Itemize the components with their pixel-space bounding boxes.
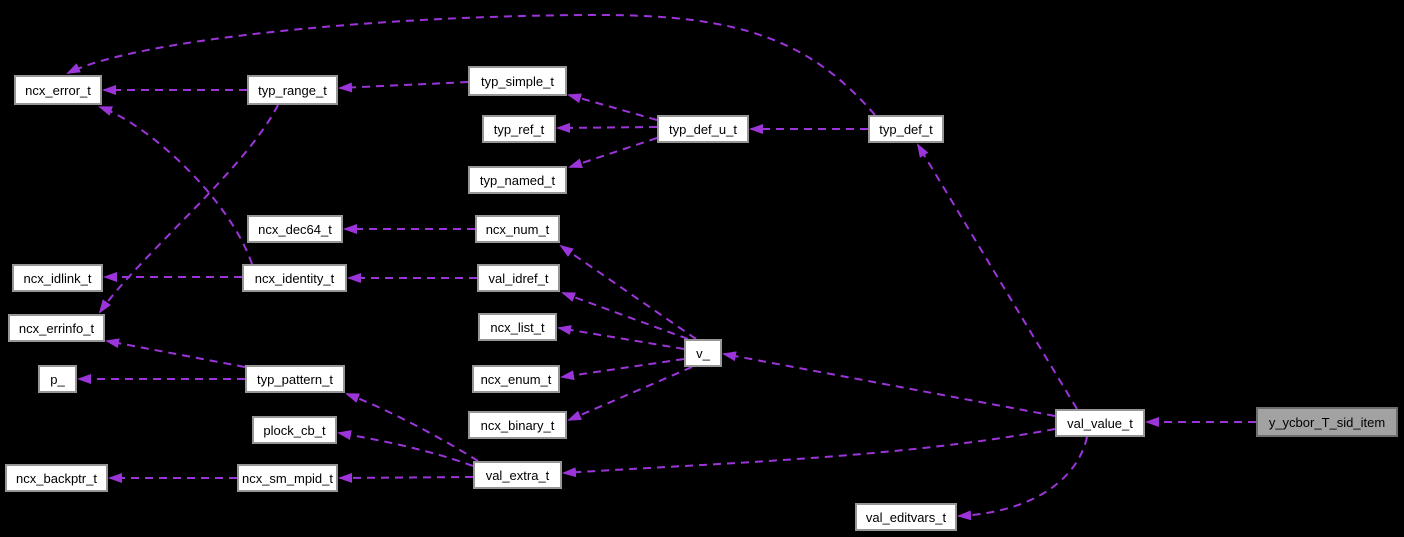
node-typ_named_t[interactable]: typ_named_t (468, 166, 567, 194)
node-ncx_num_t[interactable]: ncx_num_t (475, 215, 560, 243)
node-val_extra_t[interactable]: val_extra_t (473, 461, 562, 489)
node-v_[interactable]: v_ (684, 339, 722, 367)
edge-typ_def_t-to-ncx_error_t (66, 13, 876, 116)
edge-typ_def_u_t-to-typ_simple_t (567, 93, 658, 121)
edge-v_-to-ncx_enum_t (560, 358, 685, 381)
edge-typ_pattern_t-to-ncx_errinfo_t (105, 338, 246, 368)
node-typ_pattern_t[interactable]: typ_pattern_t (245, 365, 345, 393)
node-typ_def_t[interactable]: typ_def_t (868, 115, 944, 143)
node-ncx_idlink_t[interactable]: ncx_idlink_t (12, 264, 103, 292)
edge-val_value_t-to-typ_def_t (916, 143, 1078, 410)
edge-typ_def_u_t-to-typ_ref_t (556, 122, 658, 133)
node-ncx_dec64_t[interactable]: ncx_dec64_t (247, 215, 343, 243)
node-ncx_binary_t[interactable]: ncx_binary_t (468, 411, 567, 439)
node-val_value_t[interactable]: val_value_t (1055, 409, 1145, 437)
node-plock_cb_t[interactable]: plock_cb_t (252, 416, 337, 444)
edge-typ_simple_t-to-typ_range_t (338, 81, 469, 93)
node-ncx_sm_mpid_t[interactable]: ncx_sm_mpid_t (237, 464, 338, 492)
edge-val_value_t-to-val_editvars_t (957, 436, 1088, 521)
edge-typ_range_t-to-ncx_errinfo_t (98, 104, 279, 314)
node-ncx_identity_t[interactable]: ncx_identity_t (242, 264, 347, 292)
node-val_idref_t[interactable]: val_idref_t (477, 264, 560, 292)
edge-group (66, 13, 1256, 521)
edge-val_extra_t-to-plock_cb_t (337, 430, 474, 467)
edge-v_-to-ncx_binary_t (567, 366, 693, 421)
node-ncx_errinfo_t[interactable]: ncx_errinfo_t (8, 314, 105, 342)
node-ncx_enum_t[interactable]: ncx_enum_t (472, 365, 560, 393)
edge-val_extra_t-to-ncx_sm_mpid_t (338, 472, 474, 483)
node-typ_def_u_t[interactable]: typ_def_u_t (657, 115, 749, 143)
edge-v_-to-ncx_list_t (557, 325, 685, 350)
edge-val_value_t-to-val_extra_t (562, 428, 1056, 478)
edge-typ_def_u_t-to-typ_named_t (568, 137, 658, 168)
node-ncx_list_t[interactable]: ncx_list_t (478, 313, 557, 341)
node-typ_range_t[interactable]: typ_range_t (247, 75, 338, 105)
node-ncx_backptr_t[interactable]: ncx_backptr_t (5, 464, 108, 492)
node-ncx_error_t[interactable]: ncx_error_t (14, 75, 102, 105)
node-typ_ref_t[interactable]: typ_ref_t (482, 115, 556, 143)
node-val_editvars_t[interactable]: val_editvars_t (855, 503, 957, 531)
edge-val_extra_t-to-typ_pattern_t (345, 393, 479, 462)
edge-ncx_identity_t-to-ncx_error_t (98, 106, 253, 265)
node-p_[interactable]: p_ (38, 365, 77, 393)
node-typ_simple_t[interactable]: typ_simple_t (468, 66, 567, 96)
edge-val_value_t-to-v_ (722, 351, 1056, 417)
node-y_ycbor_T_sid_item: y_ycbor_T_sid_item (1256, 407, 1398, 437)
edge-v_-to-ncx_num_t (559, 244, 697, 340)
